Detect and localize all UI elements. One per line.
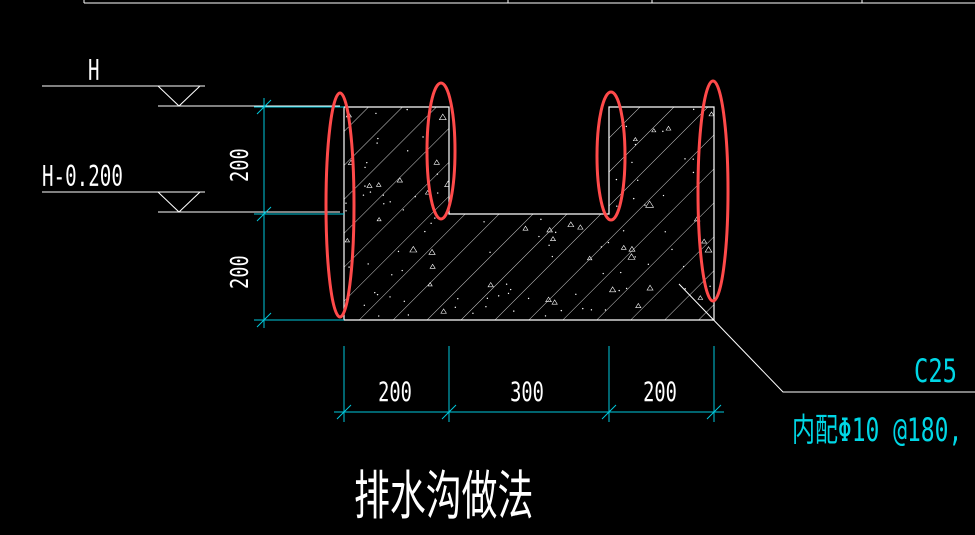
concrete-speckle xyxy=(344,108,714,317)
dim-vertical-upper: 200 xyxy=(225,148,255,182)
drawing-title: 排水沟做法 xyxy=(354,465,533,527)
dim-horizontal-right: 200 xyxy=(643,378,677,408)
material-callout: C25 内配Φ10 @180, xyxy=(678,283,975,449)
highlight-ellipse-right-wall xyxy=(696,79,730,303)
level-label-top: H xyxy=(88,54,100,87)
level-marker-mid: H-0.200 xyxy=(42,160,340,213)
callout-material: C25 xyxy=(914,352,957,390)
vertical-dimension: 200 200 xyxy=(225,98,344,328)
channel-outline xyxy=(343,106,715,321)
channel-section xyxy=(343,106,715,321)
level-marker-top: H xyxy=(42,54,340,107)
dim-vertical-lower: 200 xyxy=(225,255,255,289)
highlight-ellipse-left-inner xyxy=(425,81,457,221)
dim-horizontal-left: 200 xyxy=(378,378,412,408)
highlight-ellipse-left-wall xyxy=(324,91,356,319)
highlight-ellipse-right-inner xyxy=(595,90,627,222)
horizontal-dimension: 200 300 200 xyxy=(334,346,724,422)
top-frame xyxy=(83,0,975,4)
level-label-mid: H-0.200 xyxy=(42,160,123,193)
dim-horizontal-mid: 300 xyxy=(510,378,544,408)
highlight-annotations xyxy=(324,79,730,319)
callout-reinforcement: 内配Φ10 @180, xyxy=(792,411,962,449)
